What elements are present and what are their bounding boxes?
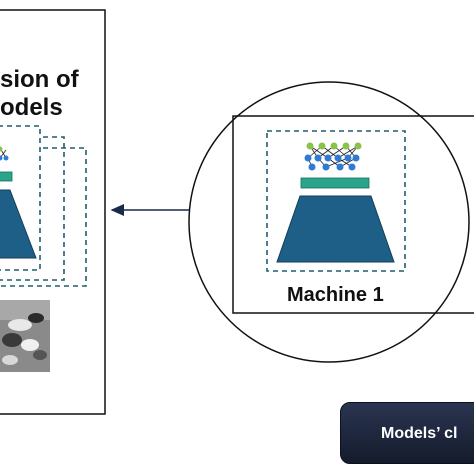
left-trapezoid bbox=[0, 189, 37, 259]
machine-model-card bbox=[266, 130, 406, 272]
neural-network-icon bbox=[304, 142, 362, 171]
feature-bar bbox=[300, 177, 370, 189]
model-card-back-1 bbox=[0, 136, 65, 281]
fusion-title-line1: sion of bbox=[0, 66, 79, 93]
models-clients-label: Models’ cl bbox=[381, 425, 458, 442]
left-network-icon bbox=[0, 146, 9, 161]
fusion-title-line2: odels bbox=[0, 94, 63, 121]
models-clients-button[interactable]: Models’ cl bbox=[340, 402, 474, 464]
fusion-panel bbox=[0, 9, 106, 415]
machine-label: Machine 1 bbox=[287, 284, 384, 306]
model-card-back-2 bbox=[0, 147, 87, 287]
model-trapezoid bbox=[276, 195, 395, 263]
machine-box bbox=[232, 115, 474, 314]
sample-image-thumbnail bbox=[0, 300, 50, 372]
machine-circle bbox=[188, 81, 470, 363]
left-feature-bar bbox=[0, 171, 13, 182]
